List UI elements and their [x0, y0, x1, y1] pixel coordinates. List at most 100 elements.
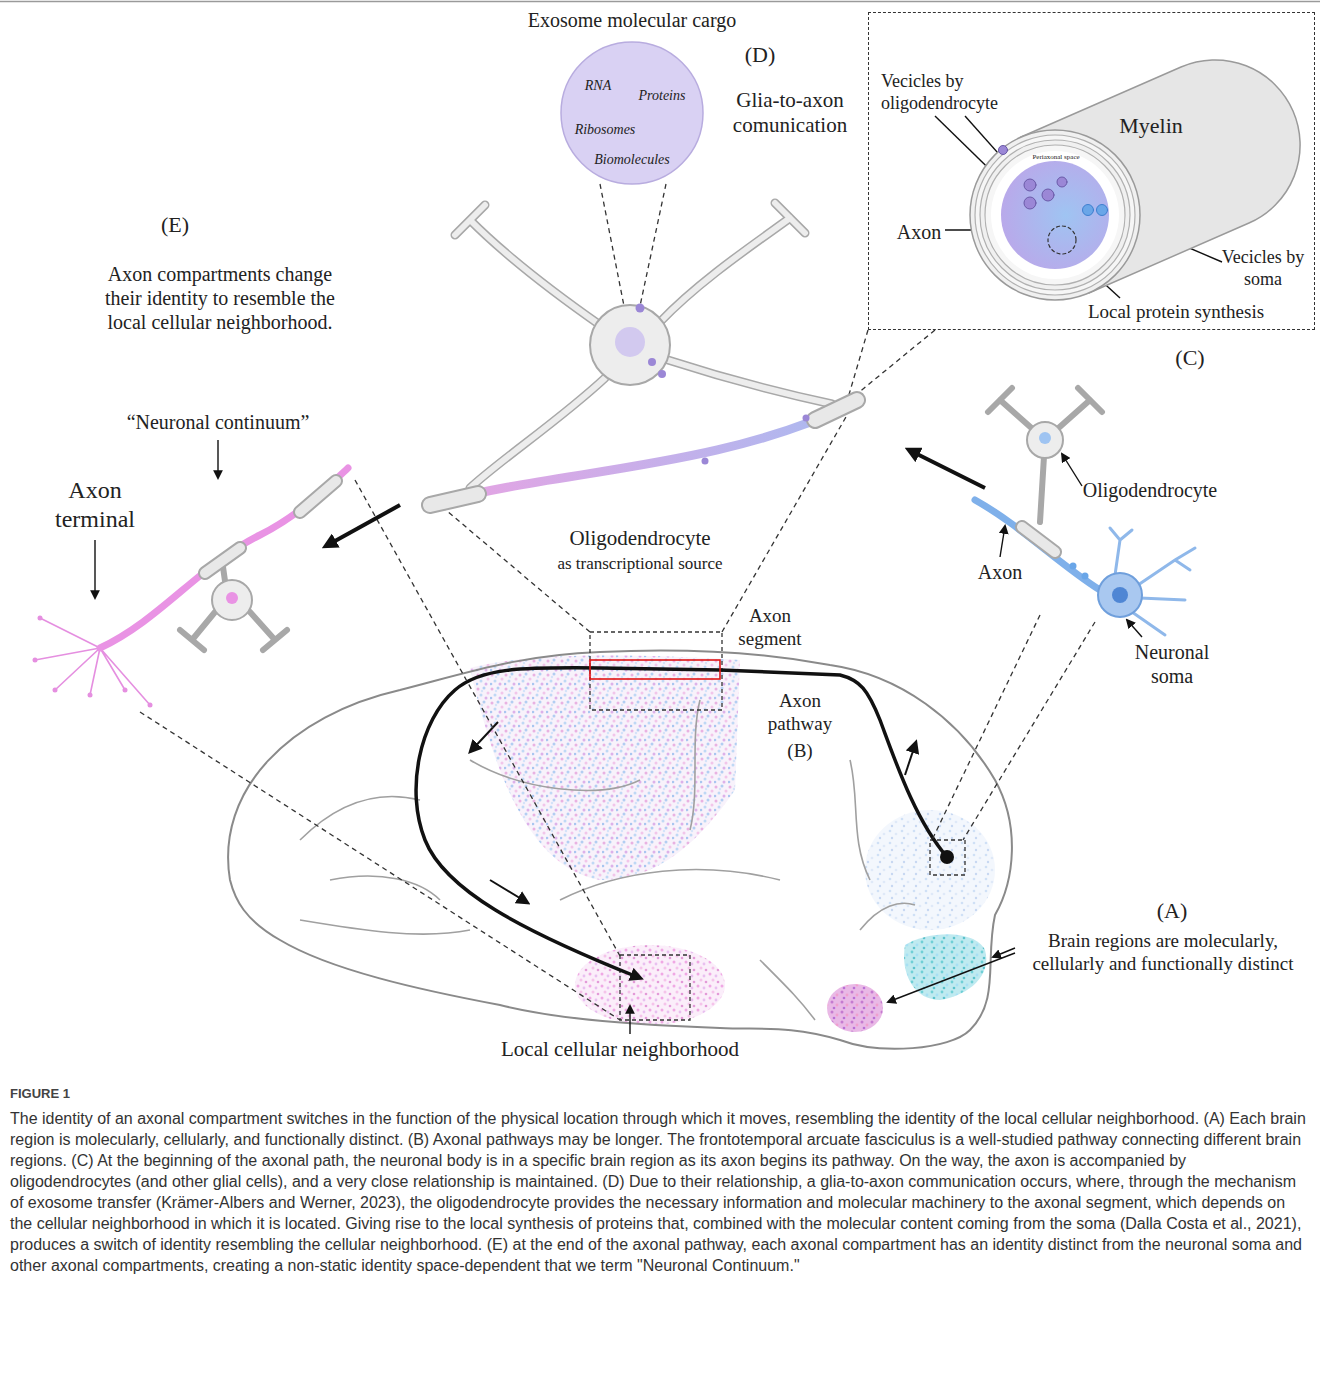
myelin-cross-section: [985, 145, 1125, 285]
neuron-illustration: [1070, 563, 1077, 570]
cargo-item: Proteins: [639, 88, 686, 105]
pointer-arrow: [95, 116, 1222, 1034]
myelin-cross-section: [1024, 179, 1036, 191]
myelin-cross-section: [1097, 205, 1108, 216]
cargo-item: Ribosomes: [575, 122, 636, 139]
neuron-illustration: [975, 388, 1195, 635]
axon-terminal-illustration: [226, 592, 238, 604]
myelin-cross-section: [999, 146, 1008, 155]
axon-terminal-illustration: [38, 616, 43, 621]
direction-arrow: [470, 722, 916, 903]
part-label: Axon terminal: [40, 476, 150, 534]
panel-letter: (C): [1175, 345, 1204, 371]
axon-terminal-illustration: [33, 468, 349, 708]
part-label: Oligodendrocyte: [569, 526, 710, 551]
leader-line: [355, 480, 620, 956]
myelin-cross-section: [970, 130, 1140, 300]
axon-terminal-illustration: [205, 481, 336, 573]
brain-sulcus: [760, 960, 815, 1020]
brain-sulcus: [300, 796, 420, 840]
oligodendrocyte: [455, 203, 832, 488]
part-label: Axon: [897, 220, 941, 244]
oligodendrocyte: [430, 203, 857, 505]
focus-box: [930, 840, 965, 875]
axon-pathway: [416, 668, 947, 978]
myelin-cross-section: [1048, 226, 1076, 254]
axon-terminal-illustration: [205, 481, 336, 573]
axon-terminal-illustration: [33, 658, 38, 663]
myelin-cross-section: [980, 140, 1130, 290]
leader-line: [932, 615, 1040, 840]
neuron-illustration: [1027, 422, 1063, 458]
cargo-item: RNA: [585, 78, 611, 95]
neuron-illustration: [1039, 432, 1051, 444]
brain-sulcus: [300, 920, 470, 934]
figure-caption: The identity of an axonal compartment sw…: [10, 1108, 1308, 1276]
myelin-cross-section: [1024, 197, 1036, 209]
myelin-cross-section: [991, 151, 1119, 279]
direction-arrow: [490, 880, 528, 903]
myelin-cross-section: [1042, 189, 1054, 201]
neuron-illustration: [1082, 573, 1089, 580]
brain-sulcus: [470, 760, 640, 790]
exosome-circle: Exosome molecular cargoRNAProteinsRiboso…: [560, 41, 704, 185]
pointer-arrow: [217, 440, 218, 478]
direction-arrow: [470, 722, 498, 752]
oligodendrocyte: [430, 400, 857, 505]
panel-letter: (D): [745, 42, 776, 68]
axon-terminal-illustration: [180, 560, 287, 650]
axon-terminal-illustration: [88, 693, 93, 698]
leader-line: [963, 622, 1095, 840]
brain-sulcus: [860, 903, 915, 930]
pointer-arrow: [888, 953, 1015, 1002]
oligodendrocyte: [636, 304, 645, 313]
leader-line: [140, 712, 620, 1020]
leader-line: [852, 330, 935, 398]
part-label: Local cellular neighborhood: [501, 1037, 739, 1062]
pointer-arrow: [1127, 620, 1142, 637]
oligodendrocyte: [430, 400, 857, 505]
myelin-cross-section: [975, 135, 1135, 295]
inset-box: Vecicles by oligodendrocyteMyelinPeriaxo…: [868, 12, 1315, 330]
oligodendrocyte: [702, 458, 709, 465]
part-label: Axon: [978, 560, 1022, 584]
brain-region: [575, 945, 725, 1025]
oligodendrocyte: [455, 203, 832, 488]
pointer-arrow: [629, 1006, 630, 1034]
oligodendrocyte: [648, 358, 656, 366]
brain-sulcus: [690, 700, 700, 830]
oligodendrocyte: [803, 415, 810, 422]
part-label: Axon pathway: [755, 690, 845, 736]
leader-line: [140, 184, 1095, 1020]
axon-segment-marker: [590, 660, 720, 679]
pointer-arrow: [1000, 526, 1005, 557]
pointer-arrow: [993, 948, 1015, 957]
oligodendrocyte: [440, 405, 850, 502]
concept-label: “Neuronal continuum”: [127, 410, 310, 434]
figure-number: FIGURE 1: [10, 1086, 70, 1102]
top-rule: [0, 1, 1320, 2]
panel-heading: Brain regions are molecularly, cellularl…: [1013, 930, 1313, 976]
neuron-illustration: [975, 500, 1100, 590]
part-label: Oligodendrocyte: [1083, 478, 1217, 502]
oligodendrocyte: [615, 327, 645, 357]
direction-arrow: [905, 742, 916, 775]
axon-terminal-illustration: [100, 468, 348, 648]
axon-terminal-illustration: [53, 688, 58, 693]
brain-region: [904, 934, 986, 1000]
brain-region: [470, 656, 995, 1032]
part-label: Periaxonal space: [1032, 153, 1079, 161]
brain-region: [865, 810, 995, 930]
exosome-shape: [561, 42, 703, 184]
part-label: Axon segment: [730, 605, 810, 651]
brain-sulcus: [850, 760, 870, 880]
axon-segment-marker: [590, 660, 720, 679]
oligodendrocyte: [658, 370, 666, 378]
brain-region: [470, 656, 740, 880]
part-label: Neuronal soma: [1122, 640, 1222, 688]
pointer-arrow: [1062, 454, 1082, 486]
leader-line: [600, 184, 624, 306]
panel-heading: Axon compartments change their identity …: [89, 262, 351, 334]
